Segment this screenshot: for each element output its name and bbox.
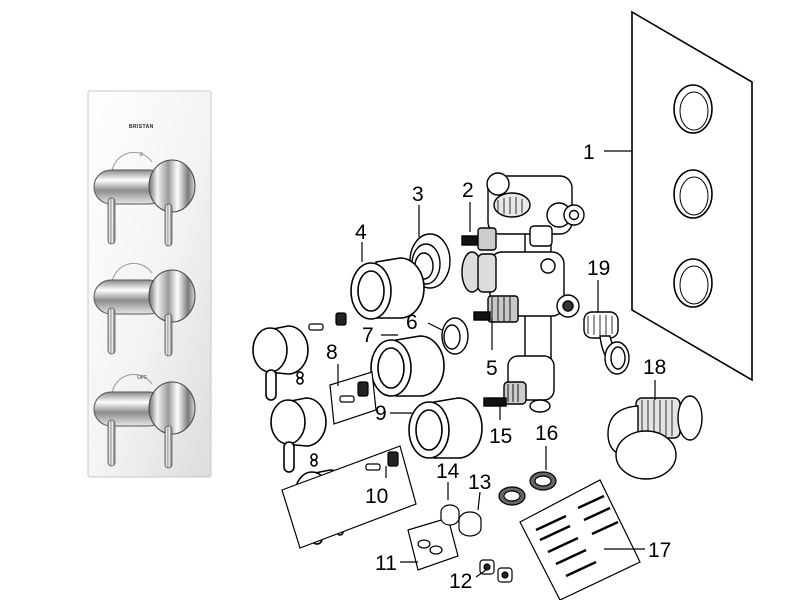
callout-9: 9: [375, 402, 387, 425]
callout-1: 1: [583, 141, 595, 164]
part-10-screw-set: [281, 445, 417, 549]
top-control-handle: 0: [93, 152, 196, 247]
valve-body-assembly: [461, 172, 585, 413]
part-6-small-flange: [441, 317, 469, 355]
leader-lines: [337, 150, 656, 578]
part-11-washers: [407, 517, 459, 571]
brand-logo-text: BRISTAN: [129, 124, 154, 130]
callout-3: 3: [412, 183, 424, 206]
callout-13: 13: [468, 471, 491, 494]
callout-14: 14: [436, 460, 460, 483]
product-photo: BRISTAN 0 OFF ON: [87, 90, 212, 478]
callout-4: 4: [355, 221, 367, 244]
callout-19: 19: [587, 257, 610, 280]
callout-15: 15: [489, 425, 512, 448]
callout-5: 5: [486, 357, 498, 380]
dial-mark-off: OFF: [137, 375, 147, 381]
part-12-check-valves: [479, 559, 513, 583]
plate-hole: [673, 169, 713, 219]
part-7-shroud: [370, 335, 445, 397]
part-9-shroud: [408, 397, 483, 459]
part-18-outlet: [607, 395, 703, 480]
callout-16: 16: [535, 422, 558, 445]
bottom-control-handle: OFF ON: [93, 374, 196, 469]
part-4-shroud: [350, 257, 425, 320]
part-19-elbow-fitting: [583, 311, 630, 375]
part-14-cap: [440, 504, 460, 526]
part-8-screw-set: [329, 371, 377, 425]
part-16-seals: [498, 471, 557, 506]
callout-18: 18: [643, 356, 666, 379]
part-17-fixing-kit: [519, 479, 641, 600]
callout-17: 17: [648, 539, 671, 562]
handle-top: [252, 325, 309, 401]
callout-11: 11: [375, 552, 397, 575]
plate-hole: [673, 258, 713, 308]
part-1-wall-plate: [631, 10, 753, 382]
dial-mark-top: 0: [140, 152, 143, 158]
callout-12: 12: [449, 570, 472, 593]
callout-2: 2: [462, 179, 474, 202]
small-screw: [308, 312, 347, 331]
callout-numbers: 1 2 3 4 5 6 7 8 9 10 11 12 13 14 15 16 1…: [326, 141, 671, 593]
callout-8: 8: [326, 341, 338, 364]
handle-middle: [270, 397, 327, 473]
plate-hole: [673, 84, 713, 134]
part-13-cap: [458, 511, 482, 537]
callout-7: 7: [362, 324, 374, 347]
callout-6: 6: [406, 311, 418, 334]
callout-10: 10: [365, 485, 388, 508]
middle-control-handle: [93, 263, 196, 357]
